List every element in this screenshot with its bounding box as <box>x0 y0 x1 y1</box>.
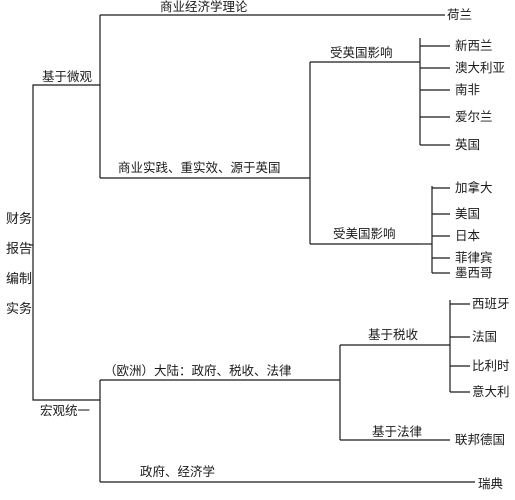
leaf-country: 爱尔兰 <box>455 109 493 124</box>
node-econ: 政府、经济学 <box>140 464 216 479</box>
node-us-influence: 受美国影响 <box>333 226 396 241</box>
node-micro: 基于微观 <box>42 69 93 84</box>
root-node: 财务 报告 编制 实务 <box>2 205 36 325</box>
root-label-line: 财务 <box>5 212 32 227</box>
node-macro: 宏观统一 <box>40 403 91 418</box>
node-theory: 商业经济学理论 <box>160 0 248 14</box>
node-tax-based: 基于税收 <box>368 327 419 342</box>
root-label-line: 报告 <box>5 242 32 257</box>
leaf-country: 墨西哥 <box>455 265 493 280</box>
leaf-country: 日本 <box>455 228 481 243</box>
leaf-country: 瑞典 <box>478 476 504 491</box>
leaf-country: 联邦德国 <box>455 432 506 447</box>
root-label-line: 编制 <box>5 272 32 287</box>
leaf-country: 美国 <box>455 206 481 221</box>
leaf-country: 比利时 <box>472 358 510 373</box>
leaf-country: 新西兰 <box>455 38 493 53</box>
leaf-country: 西班牙 <box>472 296 510 311</box>
leaf-country: 菲律宾 <box>455 250 493 265</box>
leaf-country: 意大利 <box>472 384 510 399</box>
node-law-based: 基于法律 <box>372 424 423 439</box>
leaf-country: 法国 <box>472 329 498 344</box>
leaf-country: 加拿大 <box>455 180 493 195</box>
leaf-country: 英国 <box>455 137 481 152</box>
leaf-country: 澳大利亚 <box>455 60 506 75</box>
node-practice: 商业实践、重实效、源于英国 <box>118 160 281 175</box>
root-label-line: 实务 <box>5 302 32 317</box>
node-uk-influence: 受英国影响 <box>330 45 393 60</box>
leaf-country: 荷兰 <box>447 7 473 22</box>
node-continental: （欧洲）大陆：政府、税收、法律 <box>104 363 292 378</box>
leaf-country: 南非 <box>455 82 481 97</box>
